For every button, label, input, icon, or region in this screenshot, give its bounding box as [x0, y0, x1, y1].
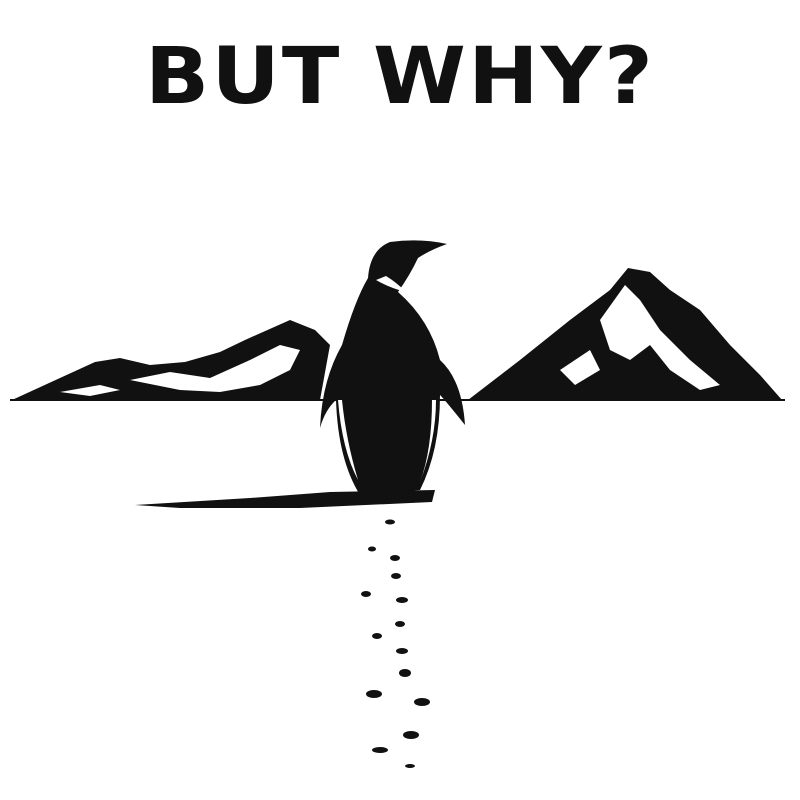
- penguin-illustration: [135, 240, 465, 508]
- headline: BUT WHY?: [145, 32, 655, 122]
- penguin-shadow: [135, 490, 435, 508]
- left-mountains-illustration: [12, 320, 330, 400]
- footprints-illustration: [361, 519, 430, 768]
- right-mountains-illustration: [468, 268, 782, 400]
